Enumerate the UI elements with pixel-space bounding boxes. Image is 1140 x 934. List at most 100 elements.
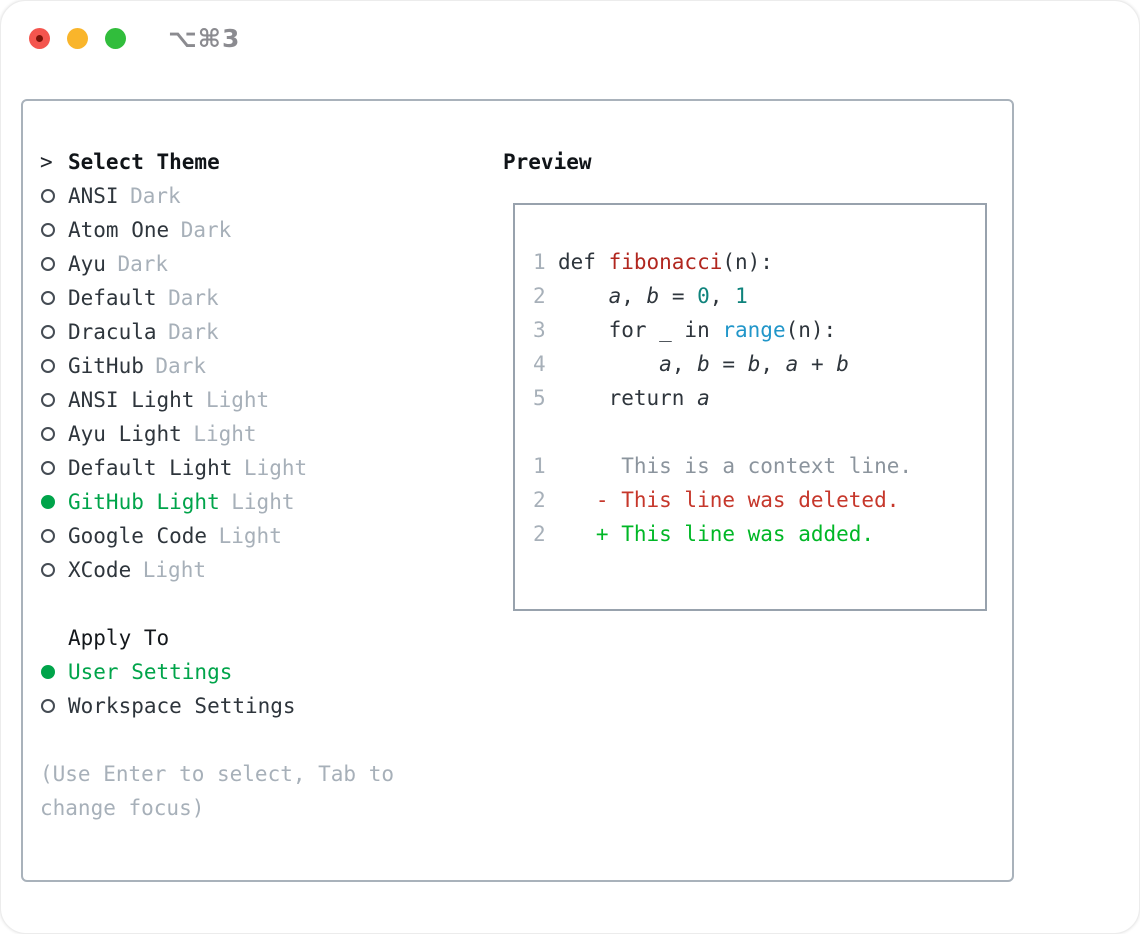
apply-option-label: User Settings — [68, 660, 233, 684]
line-content: a, b = 0, 1 — [608, 284, 748, 308]
radio-unselected-icon — [40, 417, 68, 451]
theme-option-ansi-light[interactable]: ANSI Light Light — [40, 383, 490, 417]
radio-selected-icon — [40, 655, 68, 689]
theme-variant-label: Dark — [180, 218, 232, 242]
theme-option-ansi[interactable]: ANSI Dark — [40, 179, 490, 213]
line-content: + This line was added. — [558, 522, 875, 546]
line-content: This is a context line. — [558, 454, 913, 478]
theme-option-default-light[interactable]: Default Light Light — [40, 451, 490, 485]
apply-to-label: Apply To — [68, 626, 170, 650]
theme-name: Google Code — [68, 524, 208, 548]
radio-unselected-icon — [40, 349, 68, 383]
line-number: 2 — [533, 284, 546, 308]
theme-variant-label: Dark — [130, 184, 181, 208]
minimize-button[interactable] — [67, 28, 88, 49]
theme-variant-label: Light — [231, 490, 295, 514]
line-number: 4 — [533, 352, 546, 376]
theme-option-ayu-light[interactable]: Ayu Light Light — [40, 417, 490, 451]
preview-line: 4 a, b = b, a + b — [533, 347, 985, 381]
line-number — [533, 415, 558, 449]
line-content: def fibonacci(n): — [558, 250, 773, 274]
theme-variant-label: Light — [243, 456, 308, 480]
preview-line: 1 def fibonacci(n): — [533, 245, 985, 279]
radio-unselected-icon — [40, 451, 68, 485]
theme-name: Atom One — [68, 218, 170, 242]
radio-unselected-icon — [40, 247, 68, 281]
preview-line: 5 return a — [533, 381, 985, 415]
spacer-row — [40, 723, 490, 757]
theme-name: ANSI — [68, 184, 119, 208]
line-number: 2 — [533, 488, 546, 512]
theme-option-xcode[interactable]: XCode Light — [40, 553, 490, 587]
theme-name: Dracula — [68, 320, 157, 344]
radio-selected-icon — [40, 485, 68, 519]
theme-variant-label: Dark — [155, 354, 206, 378]
select-theme-header: > Select Theme — [40, 145, 490, 179]
theme-name: XCode — [68, 558, 132, 582]
theme-option-github[interactable]: GitHub Dark — [40, 349, 490, 383]
cursor-prefix: > — [40, 145, 68, 179]
zoom-button[interactable] — [105, 28, 126, 49]
preview-line: 3 for _ in range(n): — [533, 313, 985, 347]
theme-name: GitHub — [68, 354, 144, 378]
theme-option-dracula[interactable]: Dracula Dark — [40, 315, 490, 349]
window-title: ⌥⌘3 — [168, 24, 241, 53]
theme-name: Ayu — [68, 252, 106, 276]
preview-line: 1 This is a context line. — [533, 449, 985, 483]
radio-unselected-icon — [40, 689, 68, 723]
preview-line: 2 + This line was added. — [533, 517, 985, 551]
apply-option-user-settings[interactable]: User Settings — [40, 655, 490, 689]
line-content: a, b = b, a + b — [659, 352, 849, 376]
radio-unselected-icon — [40, 553, 68, 587]
apply-option-workspace-settings[interactable]: Workspace Settings — [40, 689, 490, 723]
theme-name: ANSI Light — [68, 388, 195, 412]
preview-line: 2 - This line was deleted. — [533, 483, 985, 517]
spacer-row — [40, 587, 490, 621]
line-number: 1 — [533, 454, 546, 478]
preview-line: 2 a, b = 0, 1 — [533, 279, 985, 313]
radio-unselected-icon — [40, 519, 68, 553]
select-theme-label: Select Theme — [68, 150, 220, 174]
theme-variant-label: Light — [218, 524, 282, 548]
radio-unselected-icon — [40, 383, 68, 417]
theme-name: Default — [68, 286, 157, 310]
theme-option-atom-one[interactable]: Atom One Dark — [40, 213, 490, 247]
line-number: 5 — [533, 386, 546, 410]
preview-label: Preview — [503, 150, 592, 174]
theme-variant-label: Dark — [168, 320, 219, 344]
theme-variant-label: Dark — [117, 252, 169, 276]
theme-name: Ayu Light — [68, 422, 182, 446]
theme-variant-label: Light — [205, 388, 270, 412]
theme-option-github-light[interactable]: GitHub Light Light — [40, 485, 490, 519]
line-number: 2 — [533, 522, 546, 546]
theme-name: GitHub Light — [68, 490, 220, 514]
chevron-right-icon: > — [40, 150, 53, 174]
apply-to-header: Apply To — [40, 621, 490, 655]
theme-name: Default Light — [68, 456, 233, 480]
radio-unselected-icon — [40, 281, 68, 315]
preview-line — [533, 415, 985, 449]
theme-variant-label: Light — [142, 558, 206, 582]
radio-unselected-icon — [40, 315, 68, 349]
hint-line-1: (Use Enter to select, Tab to — [40, 762, 395, 786]
theme-option-google-code[interactable]: Google Code Light — [40, 519, 490, 553]
line-number: 3 — [533, 318, 546, 342]
apply-option-label: Workspace Settings — [68, 694, 296, 718]
line-content: for _ in range(n): — [558, 318, 837, 342]
theme-option-ayu[interactable]: Ayu Dark — [40, 247, 490, 281]
radio-unselected-icon — [40, 213, 68, 247]
theme-variant-label: Dark — [168, 286, 219, 310]
line-number: 1 — [533, 250, 546, 274]
close-button[interactable] — [29, 28, 50, 49]
line-content: return a — [558, 386, 710, 410]
theme-option-default[interactable]: Default Dark — [40, 281, 490, 315]
hint-line-2: change focus) — [40, 796, 205, 820]
radio-unselected-icon — [40, 179, 68, 213]
theme-variant-label: Light — [193, 422, 257, 446]
